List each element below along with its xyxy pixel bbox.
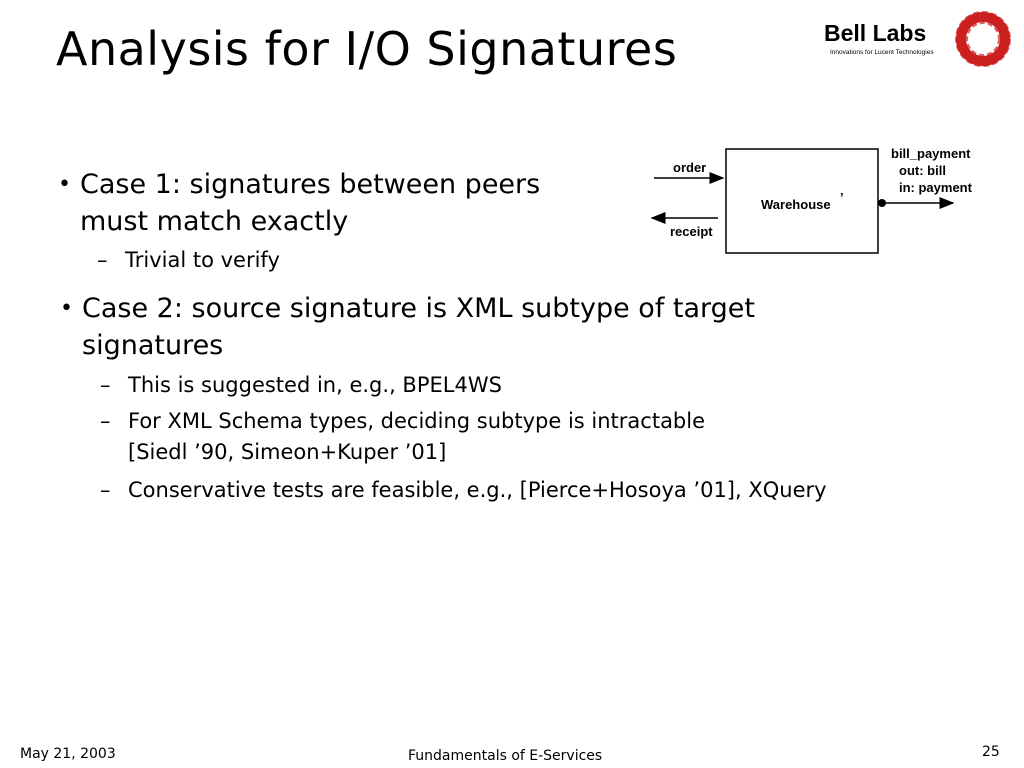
footer-title: Fundamentals of E-Services — [408, 748, 603, 764]
footer-date: May 21, 2003 — [20, 746, 116, 762]
sub-bullet-text: This is suggested in, e.g., BPEL4WS — [128, 373, 502, 397]
port-in: in: payment — [899, 180, 973, 195]
bullet-text-line: must match exactly — [80, 206, 349, 237]
logo-ring-icon — [955, 11, 1011, 67]
bullet-text-line: signatures — [82, 330, 224, 361]
warehouse-box — [725, 148, 879, 254]
slide-title: Analysis for I/O Signatures — [56, 22, 678, 76]
sub-bullet-xml-schema: – For XML Schema types, deciding subtype… — [100, 406, 706, 468]
port-name: bill_payment — [891, 146, 971, 161]
sub-bullet-dash: – — [100, 478, 111, 502]
bullet-dot: • — [58, 172, 71, 197]
receipt-label: receipt — [670, 224, 713, 239]
sub-bullet-text: Conservative tests are feasible, e.g., [… — [128, 478, 827, 502]
logo-name: Bell Labs — [824, 20, 927, 46]
logo-tagline: Innovations for Lucent Technologies — [830, 49, 934, 56]
sub-bullet-text: Trivial to verify — [125, 248, 280, 272]
warehouse-diagram: order receipt Warehouse ’ bill_payment o… — [650, 146, 973, 254]
bullet-text-line: Case 1: signatures between peers — [80, 169, 541, 200]
sub-bullet-trivial: – Trivial to verify — [97, 245, 280, 276]
bullet-case1: • Case 1: signatures between peers must … — [58, 166, 541, 240]
sub-bullet-dash: – — [97, 248, 108, 272]
bell-labs-logo: Bell Labs Innovations for Lucent Technol… — [818, 8, 1018, 70]
sub-bullet-text: For XML Schema types, deciding subtype i… — [128, 409, 706, 433]
warehouse-mark: ’ — [840, 190, 844, 205]
sub-bullet-dash: – — [100, 409, 111, 433]
bullet-text-line: Case 2: source signature is XML subtype … — [82, 293, 756, 324]
sub-bullet-text: [Siedl ’90, Simeon+Kuper ’01] — [128, 440, 447, 464]
page-number: 25 — [982, 744, 1000, 760]
port-out: out: bill — [899, 163, 946, 178]
sub-bullet-bpel: – This is suggested in, e.g., BPEL4WS — [100, 370, 502, 401]
sub-bullet-conservative: – Conservative tests are feasible, e.g.,… — [100, 475, 827, 506]
port-dot — [878, 199, 886, 207]
warehouse-label: Warehouse — [761, 197, 831, 212]
bullet-case2: • Case 2: source signature is XML subtyp… — [60, 290, 756, 364]
sub-bullet-dash: – — [100, 373, 111, 397]
bullet-dot: • — [60, 296, 73, 321]
order-label: order — [673, 160, 706, 175]
